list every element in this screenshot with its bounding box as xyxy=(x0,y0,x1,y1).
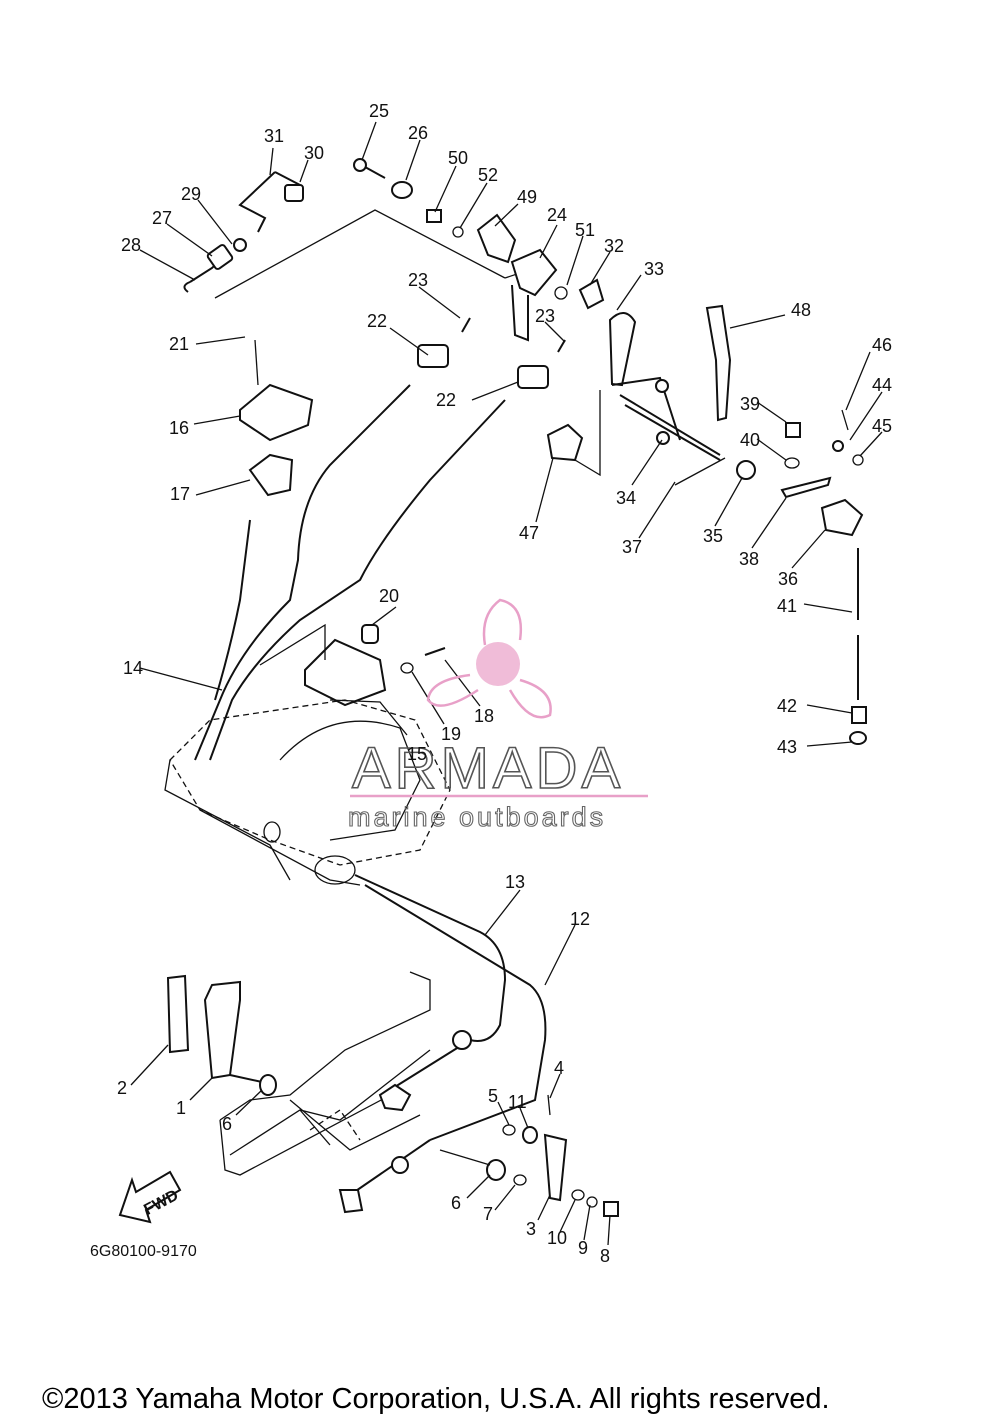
callout-49: 49 xyxy=(517,187,537,207)
callout-34: 34 xyxy=(616,488,636,508)
drawing-code: 6G80100-9170 xyxy=(90,1243,197,1260)
callout-22a: 22 xyxy=(367,311,387,331)
watermark-logo: ARMADA marine outboards xyxy=(347,598,648,833)
callout-39: 39 xyxy=(740,394,760,414)
callout-5: 5 xyxy=(488,1086,498,1106)
copyright-notice: ©2013 Yamaha Motor Corporation, U.S.A. A… xyxy=(42,1383,830,1415)
callout-12: 12 xyxy=(570,909,590,929)
callout-36: 36 xyxy=(778,569,798,589)
line-art xyxy=(130,121,883,1246)
callout-18: 18 xyxy=(474,706,494,726)
callout-labels: 1 2 3 4 5 6 6 7 8 9 10 11 12 13 14 15 16… xyxy=(117,101,892,1266)
callout-3: 3 xyxy=(526,1219,536,1239)
callout-9: 9 xyxy=(578,1238,588,1258)
callout-17: 17 xyxy=(170,484,190,504)
callout-20: 20 xyxy=(379,586,399,606)
callout-6b: 6 xyxy=(451,1193,461,1213)
callout-50: 50 xyxy=(448,148,468,168)
callout-31: 31 xyxy=(264,126,284,146)
callout-22b: 22 xyxy=(436,390,456,410)
callout-13: 13 xyxy=(505,872,525,892)
callout-30: 30 xyxy=(304,143,324,163)
callout-46: 46 xyxy=(872,335,892,355)
callout-38: 38 xyxy=(739,549,759,569)
callout-23a: 23 xyxy=(408,270,428,290)
callout-42: 42 xyxy=(777,696,797,716)
callout-2: 2 xyxy=(117,1078,127,1098)
callout-40: 40 xyxy=(740,430,760,450)
callout-47: 47 xyxy=(519,523,539,543)
callout-27: 27 xyxy=(152,208,172,228)
callout-41: 41 xyxy=(777,596,797,616)
callout-15: 15 xyxy=(407,744,427,764)
propeller-icon xyxy=(426,598,552,719)
callout-8: 8 xyxy=(600,1246,610,1266)
forward-arrow-icon: FWD xyxy=(118,1170,181,1224)
callout-6a: 6 xyxy=(222,1114,232,1134)
callout-16: 16 xyxy=(169,418,189,438)
watermark-brand: ARMADA xyxy=(352,736,624,801)
callout-24: 24 xyxy=(547,205,567,225)
callout-44: 44 xyxy=(872,375,892,395)
callout-37: 37 xyxy=(622,537,642,557)
callout-32: 32 xyxy=(604,236,624,256)
callout-4: 4 xyxy=(554,1058,564,1078)
callout-48: 48 xyxy=(791,300,811,320)
callout-11: 11 xyxy=(508,1092,527,1112)
callout-26: 26 xyxy=(408,123,428,143)
callout-33: 33 xyxy=(644,259,664,279)
callout-14: 14 xyxy=(123,658,143,678)
callout-21: 21 xyxy=(169,334,189,354)
callout-35: 35 xyxy=(703,526,723,546)
watermark-tagline: marine outboards xyxy=(348,802,606,832)
callout-23b: 23 xyxy=(535,306,555,326)
callout-10: 10 xyxy=(547,1228,567,1248)
callout-1: 1 xyxy=(176,1098,186,1118)
callout-43: 43 xyxy=(777,737,797,757)
callout-45: 45 xyxy=(872,416,892,436)
callout-52: 52 xyxy=(478,165,498,185)
callout-28: 28 xyxy=(121,235,141,255)
callout-7: 7 xyxy=(483,1204,493,1224)
callout-51: 51 xyxy=(575,220,595,240)
callout-29: 29 xyxy=(181,184,201,204)
callout-19: 19 xyxy=(441,724,461,744)
callout-25: 25 xyxy=(369,101,389,121)
